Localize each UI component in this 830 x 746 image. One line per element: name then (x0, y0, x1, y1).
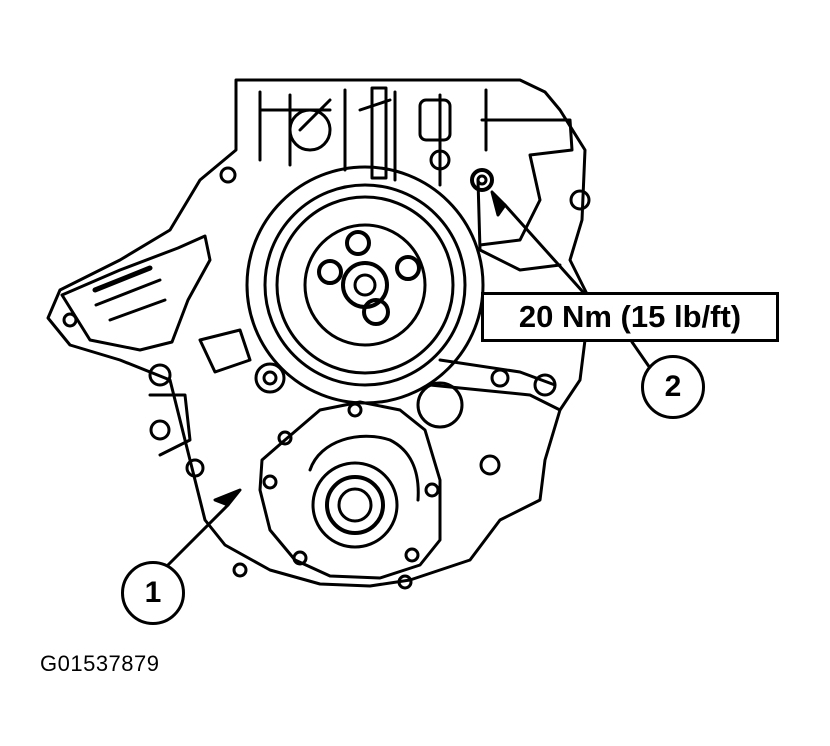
leader-line-1 (166, 503, 230, 567)
water-pump-housing (258, 400, 442, 580)
torque-spec-label: 20 Nm (15 lb/ft) (481, 292, 779, 342)
callout-2: 2 (641, 355, 705, 419)
leader-line-2 (503, 203, 652, 370)
crankshaft-pulley (245, 165, 485, 405)
engine-block-outline (46, 78, 592, 588)
callout-1: 1 (121, 561, 185, 625)
mounting-bolt (470, 168, 494, 192)
timing-cover-left (60, 234, 212, 352)
figure-id: G01537879 (40, 651, 160, 676)
